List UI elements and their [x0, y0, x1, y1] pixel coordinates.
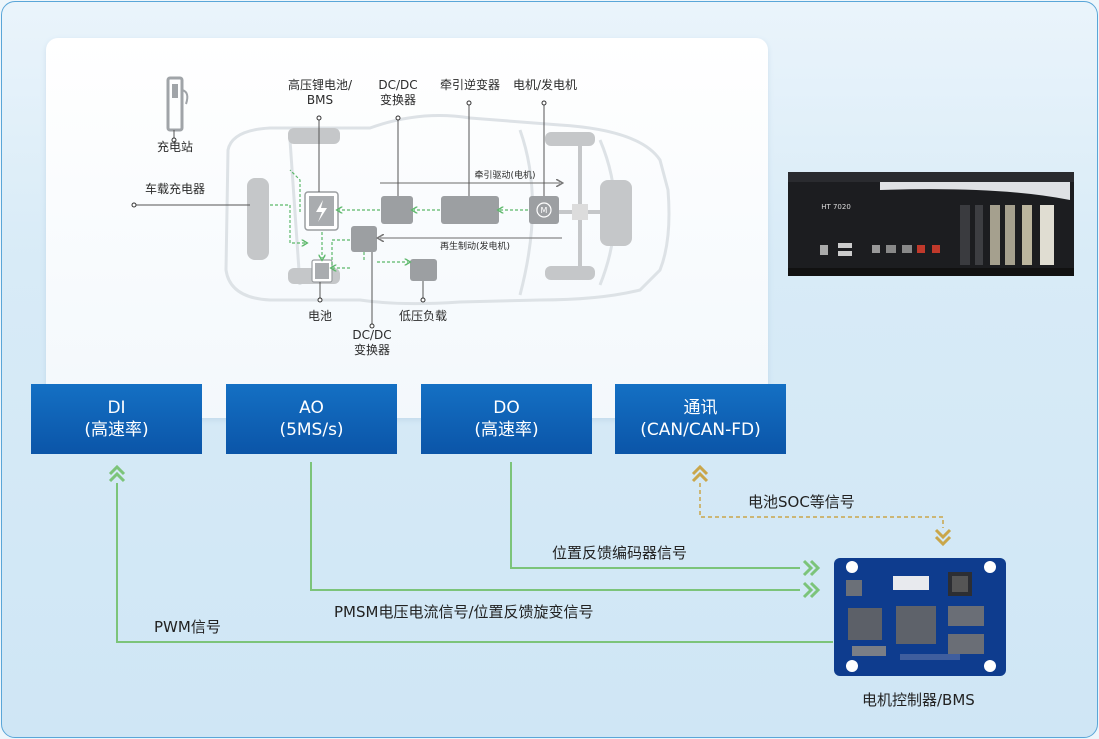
io-box-do-subtitle: (高速率): [474, 420, 539, 440]
inverter-box: [441, 196, 499, 224]
signal-pmsm: PMSM电压电流信号/位置反馈旋变信号: [334, 603, 594, 621]
label-hv-battery: 高压锂电池/ BMS: [287, 78, 353, 107]
svg-text:M: M: [541, 206, 548, 215]
dcdc-bottom-box: [351, 226, 377, 252]
io-box-di-subtitle: (高速率): [84, 420, 149, 440]
power-flows: [270, 169, 562, 268]
hil-device-image: [788, 172, 1074, 276]
dcdc-top-box: [381, 196, 413, 224]
io-box-comm-title: 通讯: [683, 398, 718, 418]
io-box-di: DI (高速率): [31, 384, 202, 454]
label-motor: 电机/发电机: [512, 78, 578, 92]
io-box-comm: 通讯 (CAN/CAN-FD): [615, 384, 786, 454]
leader-lines: [134, 103, 545, 326]
label-battery: 电池: [307, 309, 332, 323]
label-traction-flow: 牵引驱动(电机): [474, 171, 536, 181]
leader-dots: [131, 100, 547, 329]
io-box-comm-subtitle: (CAN/CAN-FD): [640, 420, 761, 440]
label-dcdc-top: DC/DC 变换器: [378, 78, 418, 107]
signal-battery-soc: 电池SOC等信号: [748, 493, 855, 511]
label-regen-flow: 再生制动(发电机): [439, 242, 511, 252]
io-box-ao-subtitle: (5MS/s): [279, 420, 344, 440]
lv-load-box: [410, 259, 437, 281]
io-box-di-title: DI: [107, 398, 126, 418]
label-charging-station: 充电站: [156, 140, 193, 154]
io-box-do-title: DO: [493, 398, 520, 418]
motor-box: [529, 196, 559, 224]
controller-label: 电机控制器/BMS: [862, 691, 975, 709]
controller-board-image: [834, 558, 1006, 676]
charging-station-icon: [166, 76, 189, 132]
components: M: [304, 191, 559, 283]
label-lv-load: 低压负载: [398, 309, 447, 323]
io-box-ao-title: AO: [299, 398, 324, 418]
vehicle-panel: [46, 38, 768, 418]
label-dcdc-bottom: DC/DC 变换器: [352, 328, 392, 357]
label-onboard-charger: 车载充电器: [144, 182, 205, 196]
chevrons: [108, 464, 952, 599]
io-box-ao: AO (5MS/s): [226, 384, 397, 454]
wheels: [247, 128, 632, 284]
io-box-do: DO (高速率): [421, 384, 592, 454]
signal-encoder: 位置反馈编码器信号: [552, 544, 688, 562]
differential: [572, 204, 588, 220]
signal-lines: [116, 462, 944, 643]
label-inverter: 牵引逆变器: [439, 78, 500, 92]
device-model: HT 7020: [821, 203, 851, 211]
signal-pwm: PWM信号: [154, 618, 221, 636]
